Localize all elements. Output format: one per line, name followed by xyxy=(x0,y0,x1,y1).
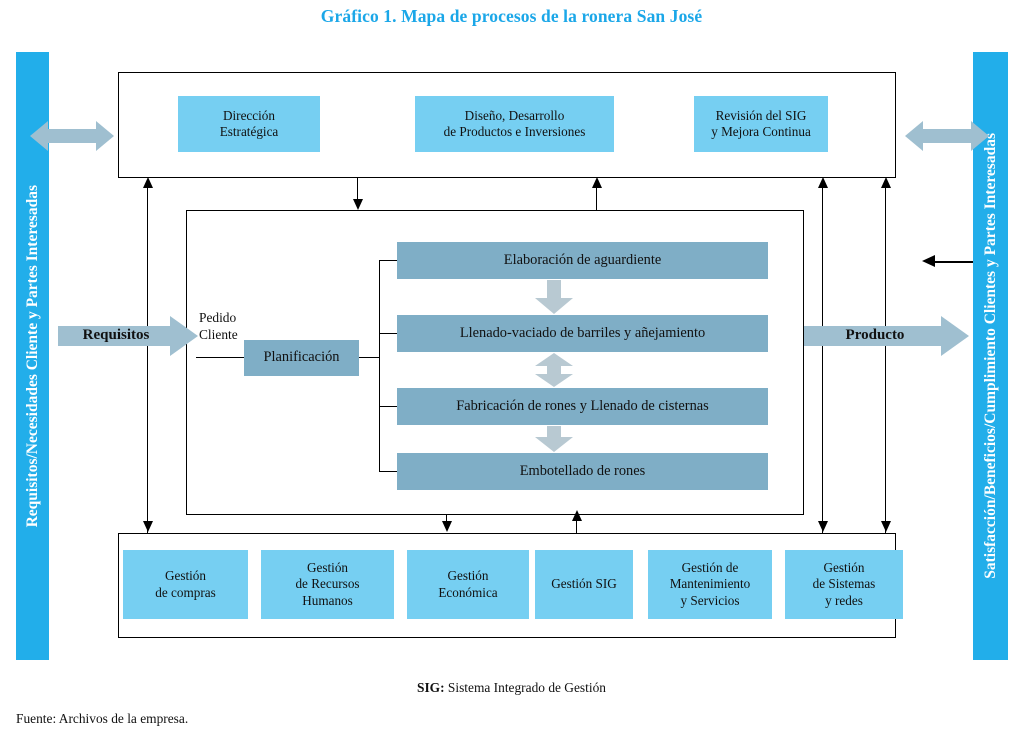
connector-arrow-down-support-4 xyxy=(818,521,828,532)
operational-box-fabricacion-rones[interactable]: Fabricación de rones y Llenado de cister… xyxy=(397,388,768,425)
operational-box-llenado-vaciado[interactable]: Llenado-vaciado de barriles y añejamient… xyxy=(397,315,768,352)
tree-branch-4 xyxy=(379,471,398,473)
operational-box-elaboracion-aguardiente[interactable]: Elaboración de aguardiente xyxy=(397,242,768,279)
support-box-1-line1: Gestión xyxy=(164,568,206,584)
connector-arrow-down-strategic-2 xyxy=(353,199,363,210)
support-box-2-line3: Humanos xyxy=(302,592,353,608)
support-box-2-line2: de Recursos xyxy=(295,576,360,592)
connector-arrow-down-support-2 xyxy=(442,521,452,532)
strategic-box-3-line1: Revisión del SIG xyxy=(715,107,807,123)
strategic-box-3-line2: y Mejora Continua xyxy=(711,124,811,139)
strategic-box-1-line2: Estratégica xyxy=(219,124,279,139)
support-box-gestion-sistemas-redes[interactable]: Gestión de Sistemas y redes xyxy=(785,550,903,619)
strategic-box-revision-sig[interactable]: Revisión del SIG y Mejora Continua xyxy=(694,96,828,152)
support-box-6-line3: y redes xyxy=(825,592,863,608)
support-box-6-line2: de Sistemas xyxy=(812,576,876,592)
planning-label: Planificación xyxy=(263,349,340,366)
connector-line-support-3 xyxy=(576,521,578,534)
operational-box-2-label: Llenado-vaciado de barriles y añejamient… xyxy=(459,324,706,341)
support-box-5-line3: y Servicios xyxy=(680,592,740,608)
support-box-gestion-economica[interactable]: Gestión Económica xyxy=(407,550,529,619)
support-box-4-line1: Gestión SIG xyxy=(551,576,617,592)
tree-branch-1 xyxy=(379,260,398,262)
input-block-arrow-icon xyxy=(58,316,198,356)
support-box-gestion-compras[interactable]: Gestión de compras xyxy=(123,550,248,619)
double-arrow-right-icon xyxy=(905,118,989,154)
input-label-requisitos: Requisitos xyxy=(82,327,150,343)
support-box-gestion-recursos-humanos[interactable]: Gestión de Recursos Humanos xyxy=(261,550,394,619)
support-box-5-line1: Gestión de xyxy=(681,560,739,576)
strategic-box-2-line1: Diseño, Desarrollo xyxy=(464,107,565,123)
connector-line-support-2 xyxy=(446,515,448,525)
support-box-5-line2: Mantenimiento xyxy=(669,576,751,592)
support-box-2-line1: Gestión xyxy=(306,560,349,576)
flow-arrow-bidirectional-icon xyxy=(535,353,573,387)
order-client-label: Pedido Cliente xyxy=(199,310,269,344)
feedback-arrow-left-icon xyxy=(922,255,935,267)
sidebar-right-satisfaccion: Satisfacción/Beneficios/Cumplimiento Cli… xyxy=(973,52,1008,660)
sidebar-right-label: Satisfacción/Beneficios/Cumplimiento Cli… xyxy=(981,133,999,579)
tree-branch-2 xyxy=(379,333,398,335)
flow-arrow-down-1-icon xyxy=(535,280,573,314)
support-box-1-line2: de compras xyxy=(155,584,216,600)
support-box-gestion-mantenimiento[interactable]: Gestión de Mantenimiento y Servicios xyxy=(648,550,772,619)
sidebar-left-requisitos: Requisitos/Necesidades Cliente y Partes … xyxy=(16,52,49,660)
operational-box-1-label: Elaboración de aguardiente xyxy=(503,251,662,268)
sig-abbreviation: SIG: xyxy=(417,680,445,695)
tree-spine-vertical xyxy=(379,261,381,472)
rail-right-inner-vertical xyxy=(822,188,824,534)
operational-box-embotellado-rones[interactable]: Embotellado de rones xyxy=(397,453,768,490)
sig-legend: SIG: Sistema Integrado de Gestión xyxy=(0,680,1023,696)
sidebar-left-label: Requisitos/Necesidades Cliente y Partes … xyxy=(23,184,41,528)
connector-line-to-planning xyxy=(196,357,244,359)
connector-arrow-up-strategic-4 xyxy=(818,177,828,188)
connector-line-strategic-2 xyxy=(357,178,359,200)
order-client-line2: Cliente xyxy=(199,326,238,342)
tree-branch-3 xyxy=(379,406,398,408)
double-arrow-left-icon xyxy=(30,118,114,154)
connector-arrow-up-strategic-3 xyxy=(592,177,602,188)
page-title: Gráfico 1. Mapa de procesos de la ronera… xyxy=(320,6,703,26)
tree-stem-horizontal xyxy=(359,357,380,359)
operational-box-4-label: Embotellado de rones xyxy=(519,462,646,479)
support-box-3-line2: Económica xyxy=(438,584,498,600)
flow-arrow-down-2-icon xyxy=(535,426,573,452)
connector-arrow-up-strategic-5 xyxy=(881,177,891,188)
operational-box-planificacion[interactable]: Planificación xyxy=(244,340,359,376)
sig-definition: Sistema Integrado de Gestión xyxy=(444,680,606,695)
order-client-line1: Pedido xyxy=(199,310,237,325)
strategic-box-direccion-estrategica[interactable]: Dirección Estratégica xyxy=(178,96,320,152)
connector-arrow-down-support-5 xyxy=(881,521,891,532)
output-block-arrow-icon xyxy=(804,316,969,356)
support-box-6-line1: Gestión xyxy=(823,560,865,576)
connector-line-strategic-3 xyxy=(596,188,598,212)
connector-arrow-down-support-1 xyxy=(143,521,153,532)
support-box-gestion-sig[interactable]: Gestión SIG xyxy=(535,550,633,619)
rail-left-vertical xyxy=(147,188,149,534)
operational-box-3-label: Fabricación de rones y Llenado de cister… xyxy=(456,397,709,414)
support-box-3-line1: Gestión xyxy=(447,568,489,584)
connector-arrow-up-strategic-1 xyxy=(143,177,153,188)
connector-arrow-up-support-3 xyxy=(572,510,582,521)
rail-right-outer-vertical xyxy=(885,188,887,534)
source-note: Fuente: Archivos de la empresa. xyxy=(16,711,189,726)
output-label-producto: Producto xyxy=(845,327,905,343)
strategic-box-diseno-desarrollo[interactable]: Diseño, Desarrollo de Productos e Invers… xyxy=(415,96,614,152)
strategic-box-2-line2: de Productos e Inversiones xyxy=(443,124,586,139)
feedback-line-right xyxy=(935,261,973,264)
strategic-box-1-line1: Dirección xyxy=(222,107,275,123)
